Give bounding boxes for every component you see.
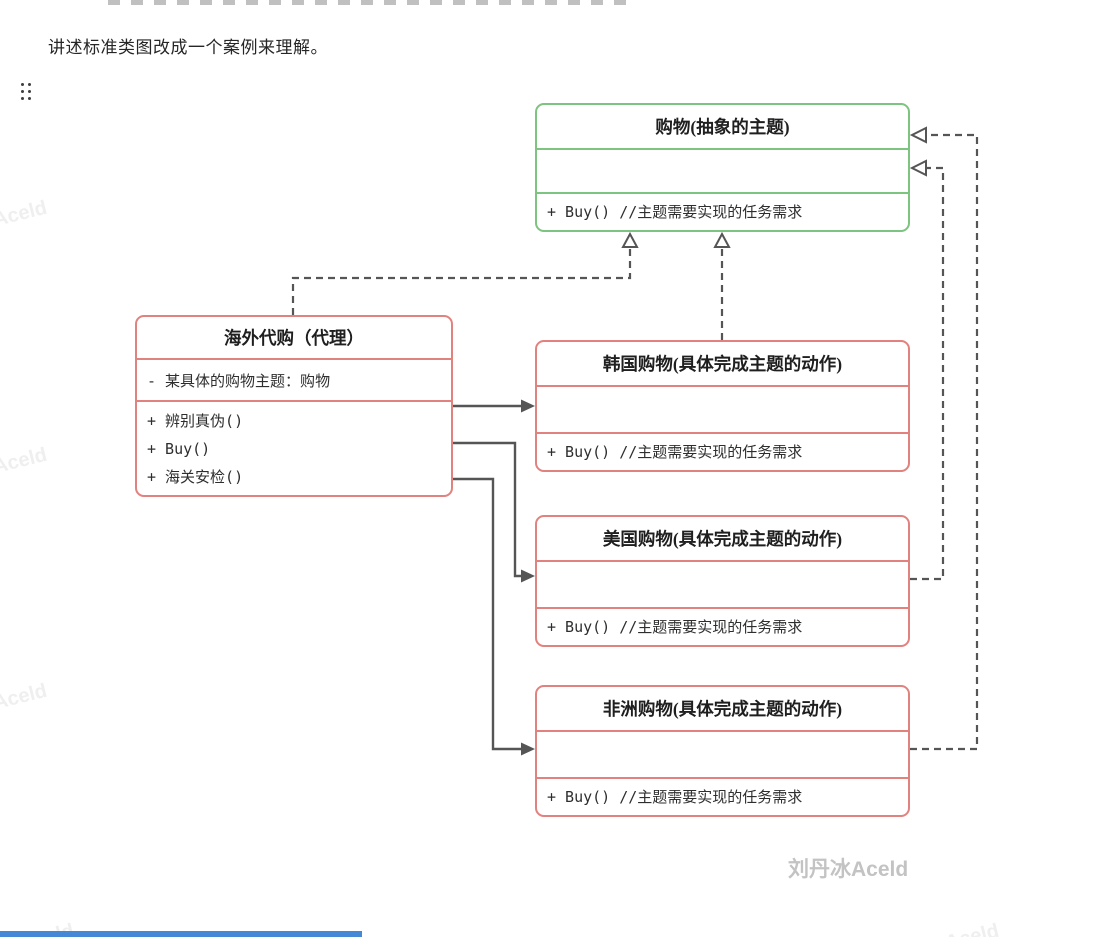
attribute-text: - 某具体的购物主题：购物 bbox=[147, 371, 331, 390]
method-text: + Buy() //主题需要实现的任务需求 bbox=[547, 618, 803, 636]
triangle-up-proxy bbox=[621, 231, 639, 248]
class-attributes bbox=[537, 385, 908, 432]
author-watermark: 刘丹冰Aceld bbox=[788, 858, 909, 881]
class-title: 购物(抽象的主题) bbox=[655, 117, 790, 137]
association-lines bbox=[453, 404, 521, 751]
method-text: + Buy() //主题需要实现的任务需求 bbox=[547, 788, 803, 806]
method-text: + 辨别真伪() bbox=[147, 411, 244, 430]
class-methods: + Buy() //主题需要实现的任务需求 bbox=[537, 432, 908, 470]
triangle-left-africa bbox=[909, 126, 927, 144]
class-methods: + Buy() //主题需要实现的任务需求 bbox=[537, 192, 908, 230]
class-box-proxy[interactable]: 海外代购（代理） - 某具体的购物主题：购物 + 辨别真伪() + Buy() … bbox=[135, 315, 453, 497]
method-text: + Buy() //主题需要实现的任务需求 bbox=[547, 443, 803, 461]
method-text: + Buy() //主题需要实现的任务需求 bbox=[547, 203, 803, 221]
class-attributes bbox=[537, 148, 908, 192]
association-proxy-africa bbox=[453, 477, 521, 751]
arrowhead-korea bbox=[521, 399, 535, 413]
class-attributes bbox=[537, 730, 908, 777]
class-title: 海外代购（代理） bbox=[224, 328, 364, 348]
clipped-text-remnant bbox=[108, 0, 636, 5]
class-attributes bbox=[537, 560, 908, 607]
block-drag-handle-icon[interactable] bbox=[21, 83, 36, 101]
method-text: + Buy() bbox=[147, 439, 211, 458]
arrowhead-africa bbox=[521, 742, 535, 756]
class-box-usa[interactable]: 美国购物(具体完成主题的动作) + Buy() //主题需要实现的任务需求 bbox=[535, 515, 910, 647]
class-methods: + 辨别真伪() + Buy() + 海关安检() bbox=[137, 400, 451, 495]
watermark-tile: Aceld bbox=[0, 443, 50, 479]
paragraph-text: 讲述标准类图改成一个案例来理解。 bbox=[48, 38, 328, 57]
triangle-up-korea bbox=[713, 231, 731, 248]
realization-proxy-subject bbox=[291, 248, 632, 315]
class-box-korea[interactable]: 韩国购物(具体完成主题的动作) + Buy() //主题需要实现的任务需求 bbox=[535, 340, 910, 472]
class-title: 韩国购物(具体完成主题的动作) bbox=[602, 354, 843, 374]
realization-usa-subject bbox=[910, 166, 945, 581]
class-methods: + Buy() //主题需要实现的任务需求 bbox=[537, 777, 908, 815]
method-text: + 海关安检() bbox=[147, 467, 244, 486]
solid-arrowheads bbox=[521, 399, 535, 756]
class-methods: + Buy() //主题需要实现的任务需求 bbox=[537, 607, 908, 645]
association-proxy-usa bbox=[453, 441, 521, 578]
realization-africa-subject bbox=[910, 133, 979, 751]
class-attributes: - 某具体的购物主题：购物 bbox=[137, 358, 451, 400]
watermark-tile: Aceld bbox=[943, 920, 1001, 937]
bottom-highlight-bar bbox=[0, 931, 362, 937]
triangle-left-usa bbox=[909, 159, 927, 177]
class-title: 美国购物(具体完成主题的动作) bbox=[602, 529, 843, 549]
watermark-tile: Aceld bbox=[0, 196, 50, 232]
class-box-subject[interactable]: 购物(抽象的主题) + Buy() //主题需要实现的任务需求 bbox=[535, 103, 910, 232]
arrowhead-usa bbox=[521, 569, 535, 583]
class-box-africa[interactable]: 非洲购物(具体完成主题的动作) + Buy() //主题需要实现的任务需求 bbox=[535, 685, 910, 817]
class-title: 非洲购物(具体完成主题的动作) bbox=[602, 699, 843, 719]
watermark-tile: Aceld bbox=[0, 679, 50, 715]
